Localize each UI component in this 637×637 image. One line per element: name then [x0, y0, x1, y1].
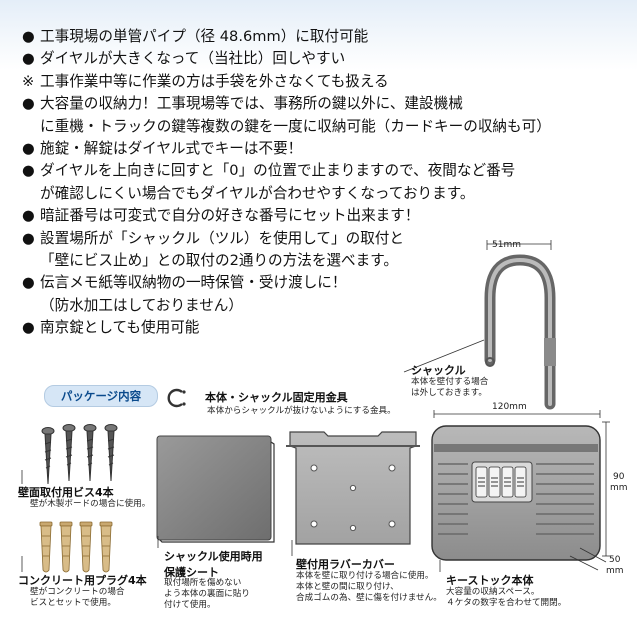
shackle-width-label: 51mm [492, 240, 521, 250]
screws-title: 壁面取付用ビス4本 [18, 486, 114, 499]
shackle-leader [403, 339, 485, 373]
protective-sheet-title: シャックル使用時用保護シート [164, 550, 263, 579]
plug-icon [59, 521, 73, 573]
screws-illustration [41, 424, 118, 485]
feature-item: ●工事現場の単管パイプ（径 48.6mm）に取付可能 [22, 28, 369, 45]
package-contents-badge: パッケージ内容 [44, 385, 158, 407]
screw-icon [62, 424, 76, 482]
plugs-title: コンクリート用プラグ4本 [18, 574, 147, 587]
feature-item: ●大容量の収納力！工事現場等では、事務所の鍵以外に、建設機械に重機・トラックの鍵… [22, 95, 551, 135]
shackle-notch [485, 357, 495, 367]
plugs-note: 壁がコンクリートの場合ビスとセットで使用。 [30, 587, 125, 608]
shackle-illustration [484, 240, 556, 410]
feature-item: ●ダイヤルを上向きに回すと「0」の位置で止まりますので、夜間など番号が確認しにく… [22, 162, 516, 202]
feature-item: ※工事作業中等に作業の方は手袋を外さなくても扱える [22, 72, 389, 90]
key-stock-body-title: キーストック本体 [446, 574, 534, 587]
feature-item: ●施錠・解錠はダイヤル式でキーは不要！ [22, 140, 303, 158]
shackle-bar [484, 254, 556, 410]
screw-icon [104, 424, 118, 482]
plug-icon [99, 521, 113, 573]
key-stock-body-illustration [431, 425, 601, 561]
shackle-title: シャックル [411, 364, 466, 377]
rubber-cover-title: 壁付用ラバーカバー [296, 558, 395, 571]
plug-icon [79, 521, 93, 573]
feature-item: ●ダイヤルが大きくなって（当社比）回しやすい [22, 50, 346, 68]
clip-note: 本体からシャックルが抜けないようにする金具。 [207, 406, 396, 416]
key-stock-body-note: 大容量の収納スペース。４ケタの数字を合わせて開閉。 [446, 587, 567, 608]
protective-sheet-illustration [156, 435, 275, 543]
shackle-sleeve [544, 338, 556, 366]
screw-icon [83, 424, 97, 482]
body-dimension-lines [433, 410, 610, 571]
protective-sheet-note: 取付場所を傷めないよう本体の裏面に貼り付けて使用。 [164, 578, 250, 610]
body-width-label: 120mm [492, 402, 527, 412]
clip-title: 本体・シャックル固定用金具 [205, 391, 348, 404]
rubber-cover-illustration [286, 431, 420, 545]
feature-item: ●設置場所が「シャックル（ツル）を使用して」の取付と「壁にビス止め」との取付の2… [22, 229, 404, 270]
screws-note: 壁が木製ボードの場合に使用。 [30, 499, 151, 509]
feature-list: ●工事現場の単管パイプ（径 48.6mm）に取付可能 ●ダイヤルが大きくなって（… [22, 26, 632, 340]
feature-item: ●南京錠としても使用可能 [22, 319, 200, 337]
feature-item: ●伝言メモ紙等収納物の一時保管・受け渡しに！（防水加工はしておりません） [22, 274, 347, 314]
plug-icon [39, 521, 53, 573]
mount-hole-icon [310, 464, 396, 532]
clip-icon [167, 388, 186, 408]
rubber-cover-note: 本体を壁に取り付ける場合に使用。本体と壁の間に取り付け、合成ゴムの為、壁に傷を付… [296, 571, 442, 603]
feature-item: ●暗証番号は可変式で自分の好きな番号にセット出来ます！ [22, 207, 420, 225]
plugs-illustration [39, 521, 113, 573]
shackle-note: 本体を壁付する場合は外しておきます。 [411, 377, 489, 398]
screw-icon [41, 427, 55, 485]
